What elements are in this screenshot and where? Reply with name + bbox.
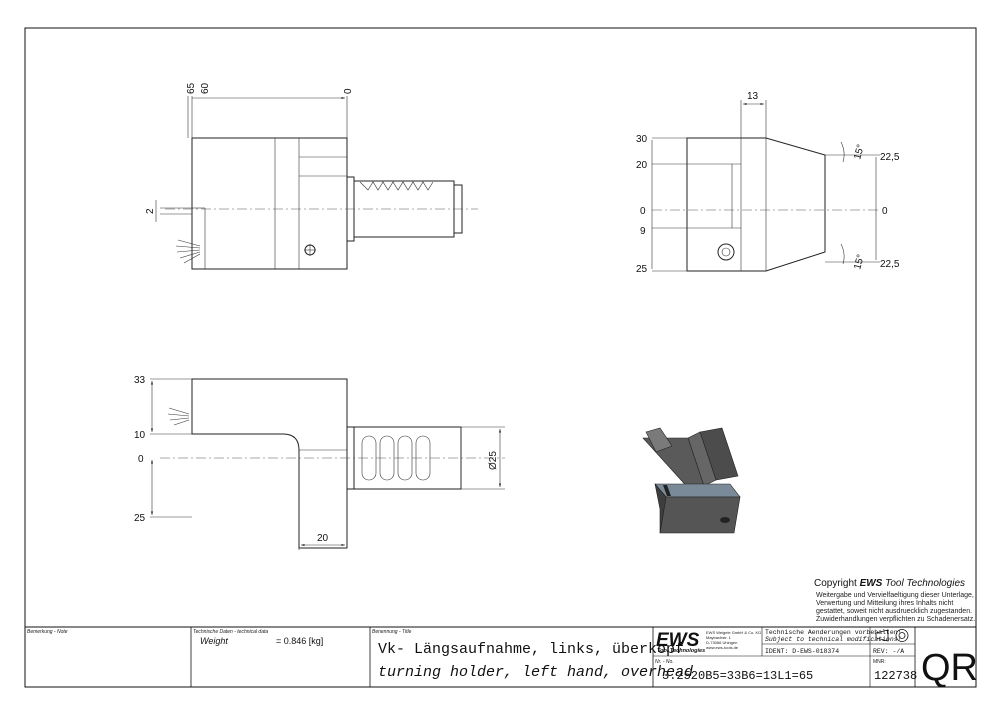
ews-logo: EWS xyxy=(656,630,700,651)
techdata-label: Technische Daten - technical data xyxy=(193,629,268,635)
company-line-4: www.ews-tools.de xyxy=(706,645,739,650)
title-label: Benennung - Title xyxy=(372,629,412,635)
side-view-top: 65 60 0 2 xyxy=(145,82,478,270)
angle-15-bottom: 15° xyxy=(852,253,867,270)
remark-label: Bemerkung - Note xyxy=(27,629,68,635)
svg-text:Copyright EWS Tool Technologie: Copyright EWS Tool Technologies xyxy=(814,578,965,589)
ident-number: IDENT: D-EWS-018374 xyxy=(765,648,839,655)
drawing-frame xyxy=(24,27,977,688)
title-block: Bemerkung - Note Technische Daten - tech… xyxy=(25,626,978,689)
dim-33: 33 xyxy=(134,375,146,386)
mnr-label: MNR: xyxy=(873,659,886,665)
front-view: 13 30 20 0 9 25 22,5 0 22,5 15° 15° xyxy=(636,91,900,275)
dim-20-front: 20 xyxy=(636,160,648,171)
dim-13: 13 xyxy=(747,91,759,102)
dim-22-5-top: 22,5 xyxy=(880,152,900,163)
dim-9: 9 xyxy=(640,226,646,237)
copyright-notice: Copyright EWS Tool Technologies Weiterga… xyxy=(814,578,975,623)
dim-diameter-25: Ø25 xyxy=(488,451,499,470)
copyright-line-3: gestattet, soweit nicht ausdruecklich zu… xyxy=(816,608,972,615)
company-line-1: EWS Weigele GmbH & Co. KG xyxy=(706,630,761,635)
ews-logo-sub: Tool Technologies xyxy=(657,648,705,654)
qr-label: QR xyxy=(921,647,978,689)
dim-0-front-right: 0 xyxy=(882,206,888,217)
dim-65: 65 xyxy=(186,82,197,94)
mnr-value: 122738 xyxy=(874,669,917,683)
dim-0-top: 0 xyxy=(343,88,354,94)
company-line-3: D-73066 Uhingen xyxy=(706,640,737,645)
projection-symbol-icon xyxy=(875,629,909,642)
side-view-bottom: 33 10 0 25 20 Ø25 xyxy=(134,375,505,550)
dim-0-bottom: 0 xyxy=(138,454,144,465)
company-line-2: Maybachstr. 1 xyxy=(706,635,732,640)
copyright-brand: EWS xyxy=(860,578,883,589)
dim-22-5-bottom: 22,5 xyxy=(880,259,900,270)
angle-15-top: 15° xyxy=(852,143,867,160)
copyright-suffix: Tool Technologies xyxy=(882,578,965,589)
revision: REV: -/A xyxy=(873,648,904,655)
dim-2: 2 xyxy=(145,208,156,214)
title-english: turning holder, left hand, overhead xyxy=(378,664,693,681)
weight-value: = 0.846 [kg] xyxy=(276,636,323,646)
note-english: Subject to technical modifications! xyxy=(765,636,902,643)
copyright-prefix: Copyright xyxy=(814,578,860,589)
nr-label: Nr. - No. xyxy=(655,659,674,665)
isometric-view xyxy=(642,427,741,534)
title-german: Vk- Längsaufnahme, links, überkopf xyxy=(378,641,684,658)
note-german: Technische Aenderungen vorbehalten! xyxy=(765,629,902,636)
dim-30: 30 xyxy=(636,134,648,145)
dim-25-bottom: 25 xyxy=(134,513,146,524)
dim-10: 10 xyxy=(134,430,146,441)
weight-label: Weight xyxy=(200,636,228,646)
copyright-line-1: Weitergabe und Vervielfaeltigung dieser … xyxy=(816,592,974,599)
copyright-line-2: Verwertung und Mitteilung ihres Inhalts … xyxy=(816,600,953,607)
dim-0-front-left: 0 xyxy=(640,206,646,217)
copyright-line-4: Zuwiderhandlungen verpflichten zu Schade… xyxy=(816,616,975,623)
dim-25-front: 25 xyxy=(636,264,648,275)
dim-60: 60 xyxy=(200,82,211,94)
part-number: 3.2520B5=33B6=13L1=65 xyxy=(662,669,813,683)
dim-20: 20 xyxy=(317,533,329,544)
